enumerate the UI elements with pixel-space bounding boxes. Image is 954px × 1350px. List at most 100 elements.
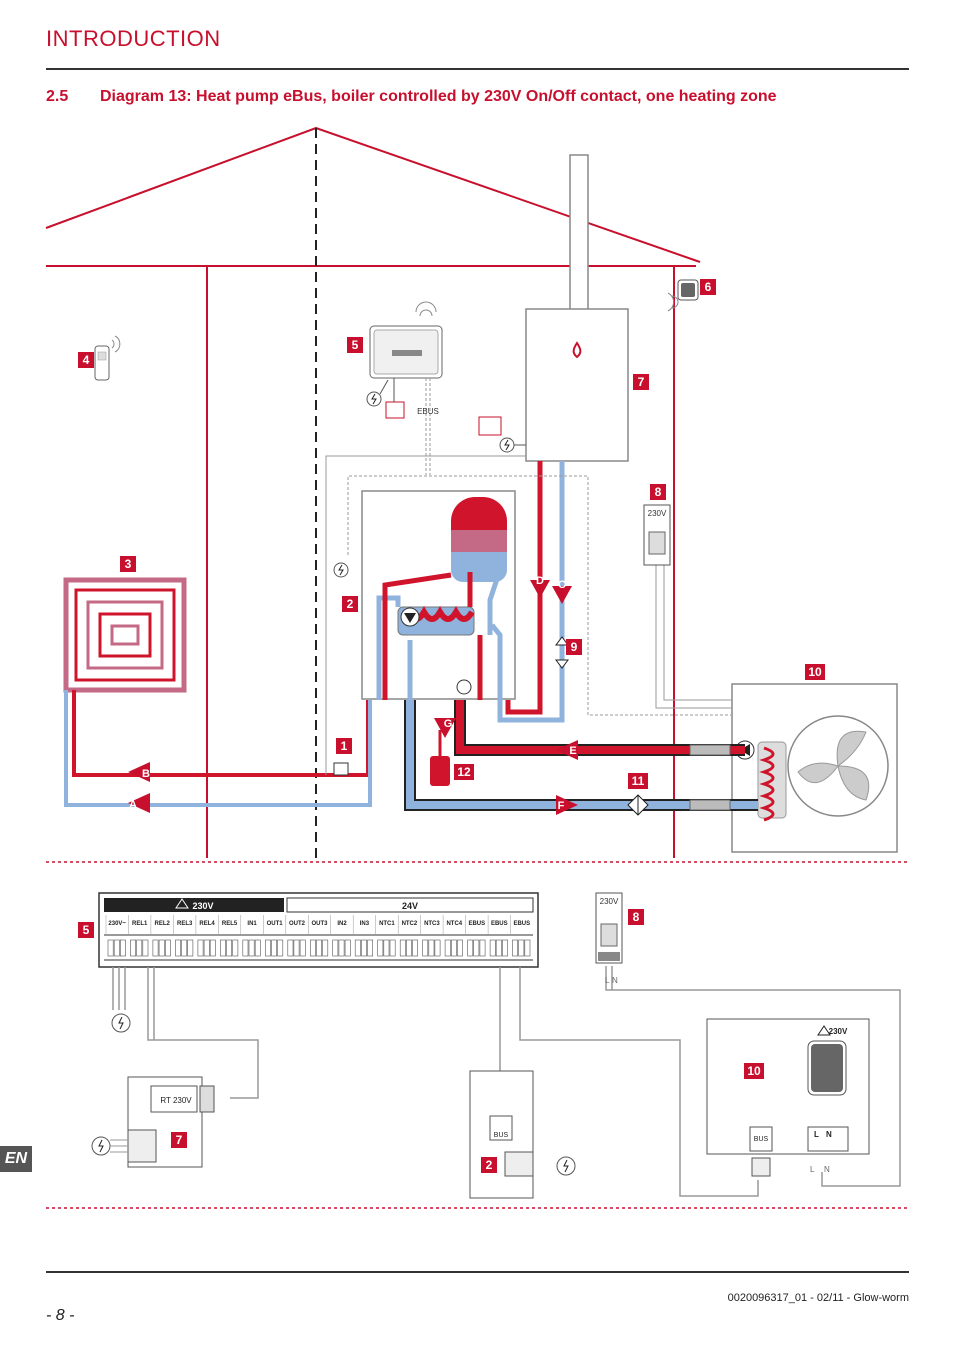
- callout-10-top: 10: [808, 665, 822, 679]
- hp-box-voltage: 230V: [829, 1027, 848, 1036]
- outdoor-sensor: [667, 279, 699, 312]
- terminal-pin: [344, 939, 351, 957]
- terminal-pin: [248, 939, 255, 957]
- terminal-pin: [226, 939, 232, 957]
- terminal-label: OUT2: [289, 921, 306, 927]
- terminal-230v-label: 230V: [192, 901, 213, 911]
- terminal-label: IN1: [247, 921, 257, 927]
- section-title: 2.5 Diagram 13: Heat pump eBus, boiler co…: [46, 88, 777, 106]
- terminal-pin: [467, 939, 474, 957]
- terminal-pin: [518, 939, 525, 957]
- terminal-pin: [142, 939, 149, 957]
- terminal-label: EBUS: [468, 921, 485, 927]
- terminal-label: REL1: [132, 921, 148, 927]
- flow-arrows: [128, 580, 578, 815]
- terminal-label: IN2: [337, 921, 347, 927]
- language-tab: EN: [0, 1146, 32, 1172]
- terminal-pin: [264, 939, 271, 957]
- terminal-pin: [165, 939, 171, 957]
- terminal-pin: [489, 939, 496, 957]
- gauge-icon: [456, 679, 472, 695]
- terminal-pin: [444, 939, 451, 957]
- page-header-title: INTRODUCTION: [46, 26, 221, 51]
- terminal-pin: [293, 939, 300, 957]
- terminal-pin: [197, 939, 204, 957]
- flue-pipe: [569, 154, 589, 311]
- section-number: 2.5: [46, 88, 69, 105]
- header-rule: [46, 68, 909, 70]
- flow-label-a: A: [129, 799, 137, 811]
- breaker-top-voltage: 230V: [648, 509, 667, 518]
- breaker-top: [643, 504, 671, 566]
- station-bus-label: BUS: [494, 1132, 509, 1139]
- callout-8-bottom: 8: [633, 910, 640, 924]
- terminal-pin: [181, 939, 188, 957]
- terminal-pin: [152, 939, 159, 957]
- callout-5-top: 5: [352, 338, 359, 352]
- room-thermostat-230v: [91, 1076, 215, 1168]
- flow-label-c: C: [558, 579, 566, 591]
- terminal-pin: [203, 939, 210, 957]
- page-number: - 8 -: [46, 1307, 75, 1324]
- terminal-pin: [389, 939, 396, 957]
- terminal-pin: [367, 939, 373, 957]
- underfloor-heating: [63, 577, 187, 693]
- terminal-pin: [316, 939, 322, 957]
- callout-5-bottom: 5: [83, 923, 90, 937]
- flow-label-b: B: [142, 768, 150, 780]
- terminal-pin: [457, 939, 463, 957]
- terminal-label: EBUS: [491, 921, 508, 927]
- hp-n-label: N: [826, 1130, 832, 1139]
- terminal-pin: [428, 939, 435, 957]
- terminal-pin: [130, 939, 136, 957]
- callout-1: 1: [341, 739, 348, 753]
- terminal-pin: [113, 939, 120, 957]
- flow-label-d: D: [536, 575, 544, 587]
- internal-pipes: [376, 569, 503, 700]
- terminal-pin: [220, 939, 226, 957]
- terminal-pin: [473, 939, 480, 957]
- hp-bus-label: BUS: [754, 1136, 769, 1143]
- document-reference: 0020096317_01 - 02/11 - Glow-worm: [727, 1292, 909, 1304]
- terminal-label: NTC1: [379, 921, 395, 927]
- terminal-label: REL4: [199, 921, 215, 927]
- terminal-pin: [412, 939, 418, 957]
- boiler-230-contact-icon: [478, 416, 526, 453]
- hp-l-label: L: [814, 1130, 819, 1139]
- terminal-pin: [271, 939, 277, 957]
- section-heading: Diagram 13: Heat pump eBus, boiler contr…: [100, 88, 777, 105]
- warning-icon: [175, 898, 189, 909]
- terminal-pin: [512, 939, 518, 957]
- terminal-label: NTC2: [402, 921, 418, 927]
- footer-rule: [46, 1271, 909, 1273]
- flame-icon: [572, 341, 582, 359]
- heat-pump-outdoor-unit: [731, 683, 898, 853]
- callout-4: 4: [83, 353, 90, 367]
- heating-circuit-pipes: [64, 690, 372, 807]
- terminal-pin: [175, 939, 181, 957]
- hp-wire-l-label: L: [810, 1165, 815, 1174]
- terminal-pin: [450, 939, 457, 957]
- terminal-pin: [287, 939, 294, 957]
- breaker-bottom-voltage: 230V: [600, 897, 619, 906]
- terminal-pin: [209, 939, 216, 957]
- terminal-pin: [242, 939, 249, 957]
- callout-8-top: 8: [655, 485, 662, 499]
- callout-11: 11: [632, 774, 645, 788]
- flow-label-f: F: [558, 800, 565, 812]
- ebus-label: EBUS: [417, 407, 439, 416]
- callout-9: 9: [571, 640, 578, 654]
- terminal-label: OUT1: [267, 921, 284, 927]
- terminal-pin: [277, 939, 284, 957]
- callout-6: 6: [705, 280, 712, 294]
- terminal-pin: [383, 939, 390, 957]
- terminal-pin: [158, 939, 165, 957]
- expansion-vessel: [430, 730, 450, 786]
- terminal-pin: [399, 939, 406, 957]
- terminal-label: EBUS: [513, 921, 530, 927]
- hydraulic-station-wiring: [469, 1070, 576, 1199]
- terminal-pin: [299, 939, 306, 957]
- terminal-pin: [338, 939, 345, 957]
- terminal-label: NTC3: [424, 921, 440, 927]
- callout-10-bottom: 10: [747, 1064, 761, 1078]
